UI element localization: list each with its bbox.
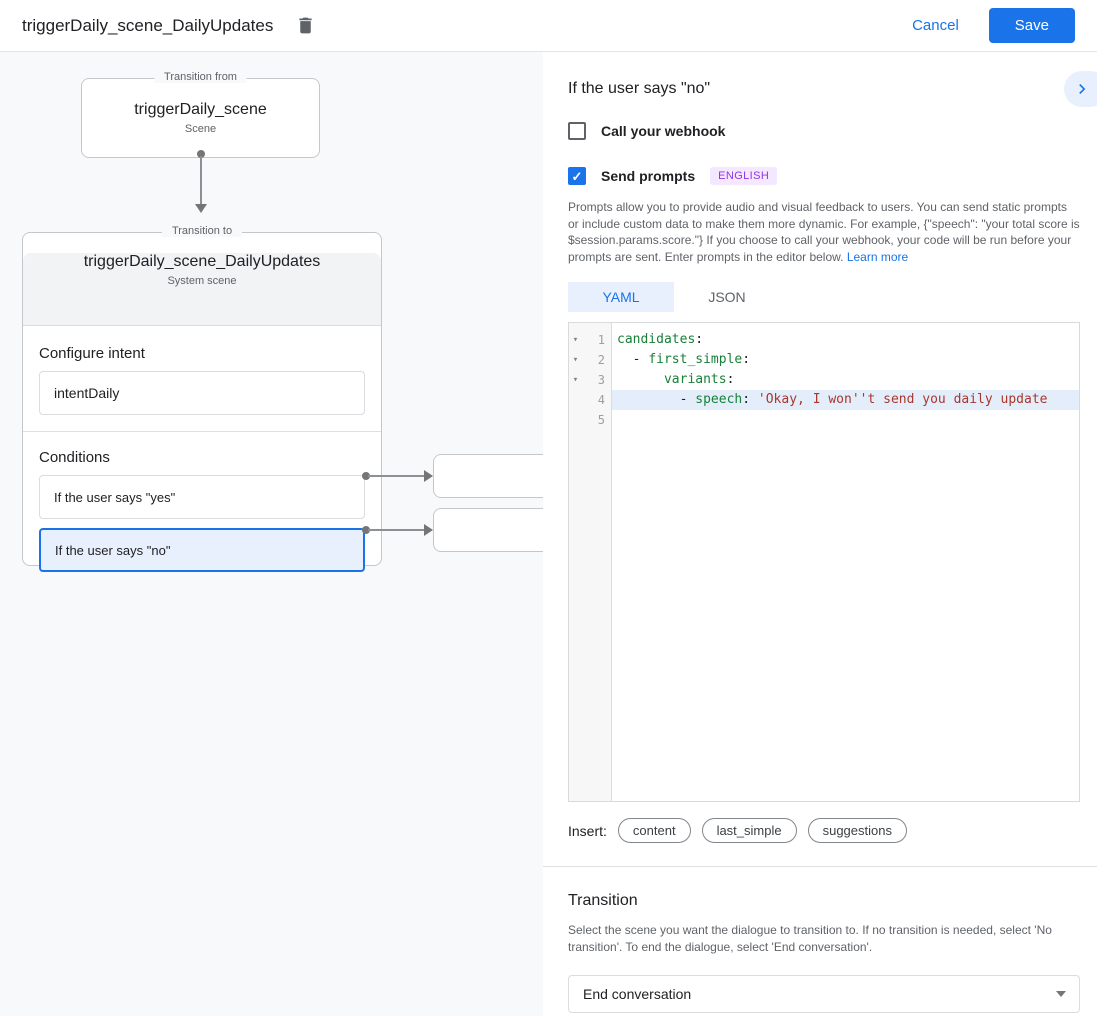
transition-to-node[interactable]: Transition to triggerDaily_scene_DailyUp… xyxy=(22,225,382,572)
condition-detail-panel: If the user says "no" Call your webhook … xyxy=(543,52,1097,1016)
delete-button[interactable] xyxy=(291,11,320,40)
connector-line xyxy=(368,475,424,477)
code-line xyxy=(612,410,1079,430)
line-number: 3 xyxy=(597,373,605,387)
connector-line xyxy=(368,529,424,531)
to-scene-name: triggerDaily_scene_DailyUpdates xyxy=(83,253,321,270)
connector-arrowhead xyxy=(424,524,433,536)
connector-arrowhead xyxy=(195,204,207,213)
connector-dot xyxy=(362,526,370,534)
transition-section-title: Transition xyxy=(568,892,638,909)
insert-label: Insert: xyxy=(568,822,607,839)
conditions-section: Conditions If the user says "yes" If the… xyxy=(23,432,381,586)
prompts-description: Prompts allow you to provide audio and v… xyxy=(568,199,1080,265)
transition-target-node[interactable] xyxy=(433,508,543,552)
transition-from-legend: Transition from xyxy=(154,71,247,83)
save-button[interactable]: Save xyxy=(988,8,1075,43)
line-number: 4 xyxy=(597,393,605,407)
transition-select[interactable]: End conversation xyxy=(568,975,1080,1013)
insert-toolbar: Insert: content last_simple suggestions xyxy=(568,818,1080,843)
fold-toggle-icon[interactable]: ▾ xyxy=(572,335,579,345)
header-bar: triggerDaily_scene_DailyUpdates Cancel S… xyxy=(0,0,1097,52)
connector-line xyxy=(200,156,202,204)
transition-to-legend: Transition to xyxy=(161,225,243,237)
prompt-code-editor[interactable]: ▾ 1 ▾ 2 ▾ 3 4 5 candidates: - first_simple:… xyxy=(568,322,1080,802)
send-prompts-checkbox[interactable]: ✓ xyxy=(568,167,586,185)
code-line-active: - speech: 'Okay, I won''t send you daily… xyxy=(612,390,1079,410)
configure-intent-section: Configure intent intentDaily xyxy=(23,326,381,432)
connector-arrowhead xyxy=(424,470,433,482)
connector-dot xyxy=(362,472,370,480)
transition-description: Select the scene you want the dialogue t… xyxy=(568,923,1052,954)
trash-icon xyxy=(299,17,312,34)
intent-field[interactable]: intentDaily xyxy=(39,371,365,415)
cancel-button[interactable]: Cancel xyxy=(912,17,959,34)
condition-row-no[interactable]: If the user says "no" xyxy=(39,528,365,572)
chevron-right-icon xyxy=(1079,84,1086,94)
language-badge: ENGLISH xyxy=(710,167,778,185)
from-scene-type: Scene xyxy=(184,123,217,135)
code-line: candidates: xyxy=(617,332,704,347)
line-number: 2 xyxy=(597,353,605,367)
fold-toggle-icon[interactable]: ▾ xyxy=(572,355,579,365)
code-line: variants: xyxy=(663,372,735,387)
code-line: - first_simple: xyxy=(617,352,751,367)
insert-content-button[interactable]: content xyxy=(617,818,691,843)
tab-json[interactable]: JSON xyxy=(708,289,746,305)
send-prompts-label: Send prompts xyxy=(601,168,696,184)
condition-row-yes[interactable]: If the user says "yes" xyxy=(39,475,365,519)
line-number: 1 xyxy=(597,333,605,347)
call-webhook-label: Call your webhook xyxy=(601,123,726,139)
dropdown-caret-icon xyxy=(1056,991,1066,997)
insert-last-simple-button[interactable]: last_simple xyxy=(701,818,797,843)
tab-yaml[interactable]: YAML xyxy=(568,282,674,312)
editor-format-tabs: YAML JSON xyxy=(568,282,1080,312)
from-scene-name: triggerDaily_scene xyxy=(134,101,267,118)
learn-more-link[interactable]: Learn more xyxy=(846,249,909,264)
prompts-description-text: Prompts allow you to provide audio and v… xyxy=(568,200,1080,264)
configure-intent-label: Configure intent xyxy=(39,345,145,362)
condition-title: If the user says "no" xyxy=(568,80,711,97)
connector-dot xyxy=(197,150,205,158)
fold-toggle-icon[interactable]: ▾ xyxy=(572,375,579,385)
flow-canvas: Transition from triggerDaily_scene Scene… xyxy=(0,52,543,1016)
editor-gutter: ▾ 1 ▾ 2 ▾ 3 4 5 xyxy=(569,323,612,801)
transition-from-node[interactable]: Transition from triggerDaily_scene Scene xyxy=(81,71,320,158)
section-divider xyxy=(543,866,1097,867)
call-webhook-checkbox[interactable] xyxy=(568,122,586,140)
transition-select-value: End conversation xyxy=(583,986,692,1002)
conditions-label: Conditions xyxy=(39,449,110,466)
page-title: triggerDaily_scene_DailyUpdates xyxy=(22,15,274,35)
insert-suggestions-button[interactable]: suggestions xyxy=(807,818,907,843)
editor-code-area[interactable]: candidates: - first_simple: variants: - … xyxy=(612,323,1079,801)
transition-target-node[interactable] xyxy=(433,454,543,498)
collapse-panel-button[interactable] xyxy=(1064,71,1097,107)
to-scene-header: triggerDaily_scene_DailyUpdates System s… xyxy=(23,253,381,326)
to-scene-type: System scene xyxy=(167,275,237,287)
line-number: 5 xyxy=(597,413,605,427)
